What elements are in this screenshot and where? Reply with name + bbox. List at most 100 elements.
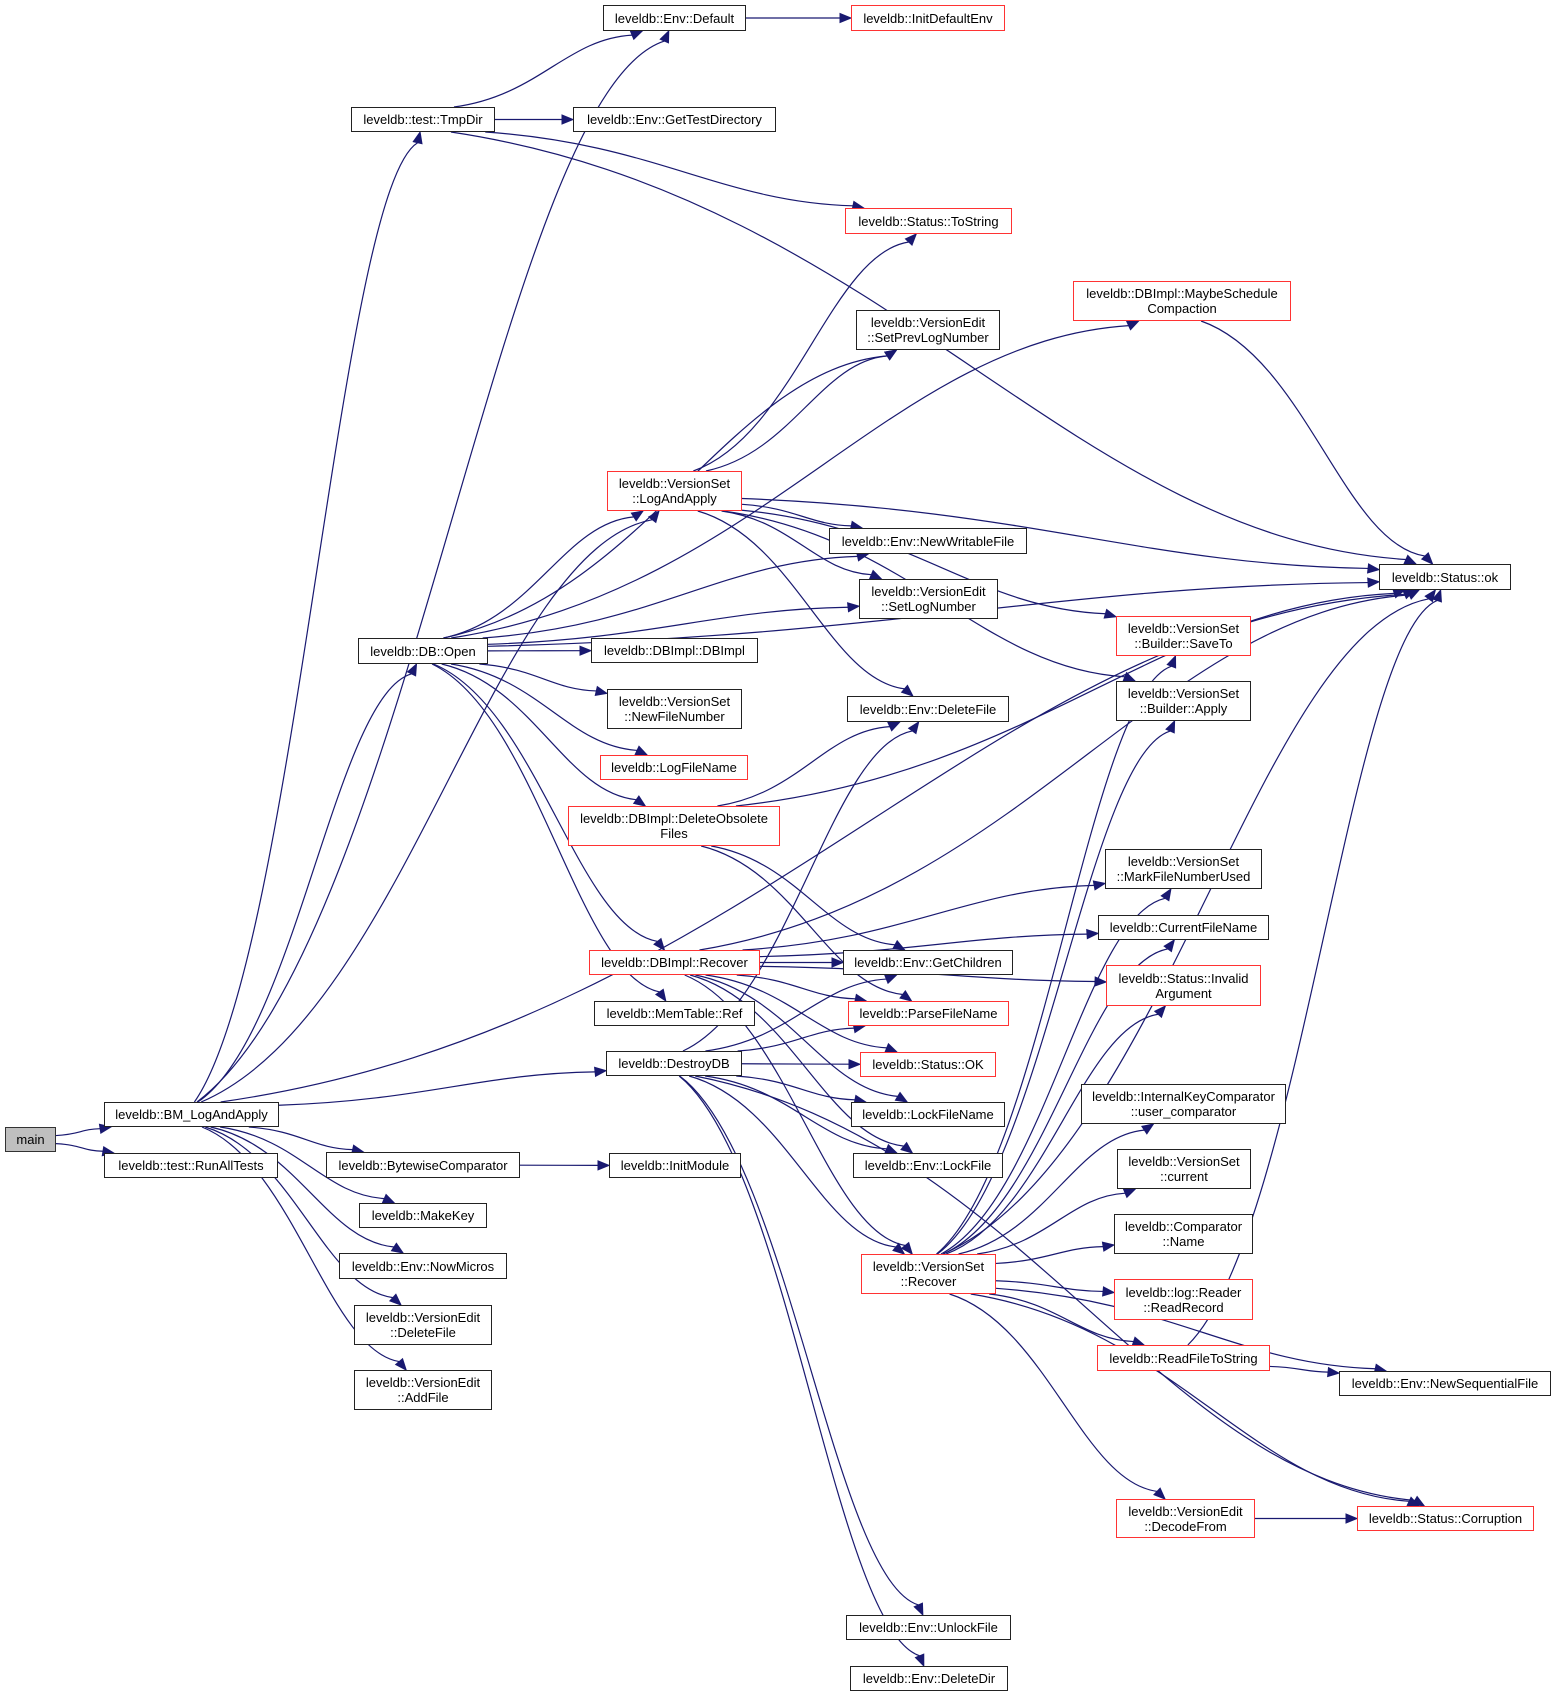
arrowhead-icon: [412, 130, 423, 145]
node-label: leveldb::DBImpl::Recover: [601, 955, 748, 970]
edge-tmpdir-to-status_ok_lower: [450, 131, 1406, 561]
node-status-corruption[interactable]: leveldb::Status::Corruption: [1357, 1506, 1534, 1531]
arrowhead-icon: [884, 1042, 899, 1053]
node-markfilenumberused[interactable]: leveldb::VersionSet::MarkFileNumberUsed: [1105, 849, 1262, 889]
node-nowmicros[interactable]: leveldb::Env::NowMicros: [339, 1253, 507, 1279]
node-destroydb[interactable]: leveldb::DestroyDB: [606, 1051, 742, 1076]
node-label: leveldb::DBImpl::DeleteObsolete: [580, 811, 768, 826]
edge-vs_recover-to-readfiletostring: [989, 1293, 1134, 1343]
edge-vs_logandapply-to-newwritablefile: [741, 503, 852, 527]
arrowhead-icon: [594, 1066, 608, 1078]
node-runalltests[interactable]: leveldb::test::RunAllTests: [104, 1153, 278, 1178]
node-bytewisecmp[interactable]: leveldb::BytewiseComparator: [326, 1152, 520, 1178]
arrowhead-icon: [594, 685, 609, 696]
node-db-open[interactable]: leveldb::DB::Open: [358, 638, 488, 664]
node-decodefrom[interactable]: leveldb::VersionEdit::DecodeFrom: [1116, 1499, 1255, 1538]
node-gettestdirectory[interactable]: leveldb::Env::GetTestDirectory: [573, 107, 776, 132]
node-tmpdir[interactable]: leveldb::test::TmpDir: [351, 107, 495, 132]
node-dbimpl-recover[interactable]: leveldb::DBImpl::Recover: [589, 950, 760, 975]
node-label: leveldb::Env::LockFile: [864, 1158, 992, 1173]
node-readrecord[interactable]: leveldb::log::Reader::ReadRecord: [1114, 1279, 1253, 1320]
node-label: ::NewFileNumber: [624, 709, 725, 724]
node-label: leveldb::Env::GetChildren: [854, 955, 1002, 970]
node-comparator-name[interactable]: leveldb::Comparator::Name: [1114, 1214, 1253, 1254]
edge-bm_logandapply-to-env_default: [196, 40, 665, 1103]
arrowhead-icon: [907, 720, 920, 735]
arrowhead-icon: [1122, 671, 1137, 682]
node-vs-current[interactable]: leveldb::VersionSet::current: [1117, 1149, 1251, 1189]
node-status-ok-lower[interactable]: leveldb::Status::ok: [1379, 564, 1511, 590]
node-env-lockfile[interactable]: leveldb::Env::LockFile: [853, 1153, 1003, 1178]
node-currentfilename[interactable]: leveldb::CurrentFileName: [1098, 915, 1269, 940]
arrowhead-icon: [894, 1091, 909, 1103]
node-deletedir[interactable]: leveldb::Env::DeleteDir: [850, 1666, 1008, 1691]
arrowhead-icon: [653, 937, 666, 952]
node-internalkeycmp[interactable]: leveldb::InternalKeyComparator::user_com…: [1081, 1084, 1286, 1124]
arrowhead-icon: [629, 30, 644, 41]
edge-destroydb-to-getchildren: [705, 978, 887, 1052]
edge-db_open-to-newfilenumber: [479, 663, 597, 692]
node-main[interactable]: main: [5, 1127, 56, 1152]
node-label: leveldb::DBImpl::MaybeSchedule: [1086, 286, 1278, 301]
node-initdefaultenv[interactable]: leveldb::InitDefaultEnv: [851, 5, 1005, 31]
node-ve-addfile[interactable]: leveldb::VersionEdit::AddFile: [354, 1370, 492, 1410]
node-getchildren[interactable]: leveldb::Env::GetChildren: [843, 950, 1013, 975]
node-label: leveldb::VersionSet: [618, 694, 731, 709]
edge-deleteobsolete-to-parsefilename: [701, 845, 903, 996]
node-readfiletostring[interactable]: leveldb::ReadFileToString: [1097, 1345, 1270, 1371]
node-vs-logandapply[interactable]: leveldb::VersionSet::LogAndApply: [607, 471, 742, 511]
node-setprevlognumber[interactable]: leveldb::VersionEdit::SetPrevLogNumber: [856, 310, 1000, 350]
node-ve-deletefile[interactable]: leveldb::VersionEdit::DeleteFile: [354, 1305, 492, 1345]
edge-vs_logandapply-to-env_deletefile: [697, 510, 905, 690]
node-env-deletefile[interactable]: leveldb::Env::DeleteFile: [847, 696, 1009, 722]
edge-db_open-to-vs_logandapply: [443, 516, 634, 639]
node-label: Argument: [1155, 985, 1212, 1001]
edge-readfiletostring-to-newsequentialfile: [1269, 1365, 1329, 1373]
arrowhead-icon: [561, 114, 575, 125]
arrowhead-icon: [883, 974, 898, 985]
node-parsefilename[interactable]: leveldb::ParseFileName: [848, 1001, 1009, 1026]
arrowhead-icon: [632, 795, 647, 807]
node-unlockfile[interactable]: leveldb::Env::UnlockFile: [846, 1615, 1011, 1640]
node-bm-logandapply[interactable]: leveldb::BM_LogAndApply: [104, 1102, 279, 1127]
edge-vs_recover-to-invalidargument: [945, 1013, 1159, 1255]
node-setlognumber[interactable]: leveldb::VersionEdit::SetLogNumber: [859, 579, 998, 619]
node-label: ::user_comparator: [1130, 1104, 1237, 1119]
node-label: leveldb::VersionSet: [1127, 686, 1240, 701]
node-lockfilename[interactable]: leveldb::LockFileName: [851, 1102, 1005, 1127]
arrowhead-icon: [913, 1602, 924, 1617]
edge-bm_logandapply-to-vs_logandapply: [200, 519, 653, 1103]
node-env-default[interactable]: leveldb::Env::Default: [603, 5, 746, 31]
node-builder-saveto[interactable]: leveldb::VersionSet::Builder::SaveTo: [1116, 616, 1251, 656]
node-logfilename[interactable]: leveldb::LogFileName: [600, 755, 748, 780]
arrowhead-icon: [904, 233, 918, 246]
node-label: leveldb::VersionEdit: [871, 584, 986, 599]
node-memtable-ref[interactable]: leveldb::MemTable::Ref: [594, 1001, 755, 1026]
edge-tmpdir-to-env_default: [453, 34, 633, 108]
node-dbimpl-dbimpl[interactable]: leveldb::DBImpl::DBImpl: [591, 638, 758, 663]
edge-dbimpl_recover-to-parsefilename: [736, 974, 856, 1000]
arrowhead-icon: [914, 1653, 925, 1668]
node-status-ok-upper[interactable]: leveldb::Status::OK: [860, 1052, 996, 1077]
node-makekey[interactable]: leveldb::MakeKey: [359, 1203, 487, 1228]
arrowhead-icon: [900, 1241, 914, 1256]
arrowhead-icon: [579, 645, 593, 656]
node-newfilenumber[interactable]: leveldb::VersionSet::NewFileNumber: [607, 689, 742, 729]
node-label: ::current: [1160, 1169, 1208, 1184]
edge-vs_recover-to-decodefrom: [949, 1293, 1158, 1493]
node-newwritablefile[interactable]: leveldb::Env::NewWritableFile: [829, 528, 1027, 554]
node-builder-apply[interactable]: leveldb::VersionSet::Builder::Apply: [1116, 681, 1251, 721]
node-newsequentialfile[interactable]: leveldb::Env::NewSequentialFile: [1339, 1371, 1551, 1396]
node-status-tostring[interactable]: leveldb::Status::ToString: [845, 208, 1012, 234]
edge-dbimpl_recover-to-status_ok_lower: [699, 594, 1410, 951]
arrowhead-icon: [900, 1141, 914, 1154]
node-initmodule[interactable]: leveldb::InitModule: [609, 1153, 741, 1178]
edge-dbimpl_recover-to-lockfilename: [695, 974, 898, 1097]
node-vs-recover[interactable]: leveldb::VersionSet::Recover: [861, 1254, 996, 1294]
node-label: leveldb::VersionSet: [872, 1259, 985, 1274]
node-label: ::Builder::Apply: [1139, 701, 1228, 716]
